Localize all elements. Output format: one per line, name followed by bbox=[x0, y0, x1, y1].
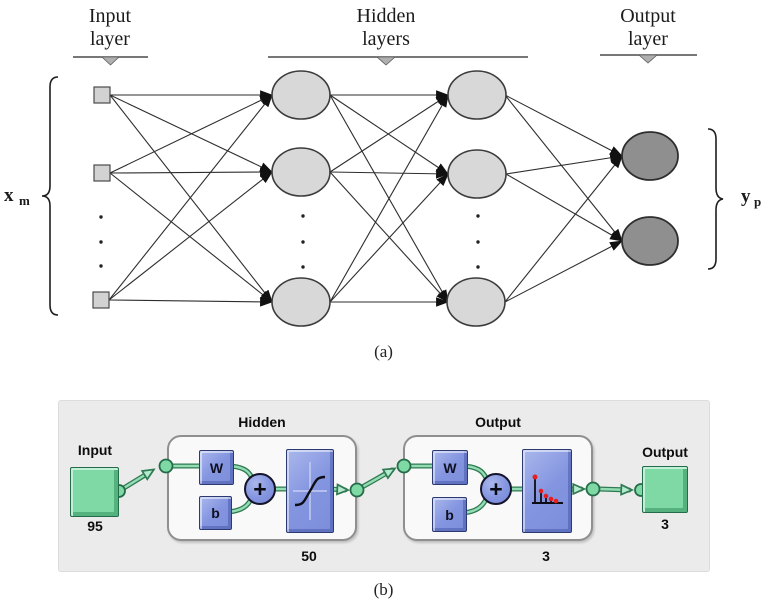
input-size-label: 95 bbox=[87, 518, 103, 534]
output-bias-label: b bbox=[445, 506, 454, 523]
hidden-weight-label: W bbox=[209, 459, 224, 476]
output-symbol-base: y bbox=[741, 186, 751, 207]
final-output-block bbox=[642, 466, 688, 513]
output-sum-label: + bbox=[489, 476, 503, 502]
tansig-icon bbox=[293, 462, 327, 520]
input-symbol-base: x bbox=[4, 185, 14, 206]
hidden2-nodes bbox=[446, 70, 507, 327]
hidden-weight-box: W bbox=[199, 450, 234, 485]
stem-plot-icon bbox=[532, 474, 563, 504]
output-transfer-function-box bbox=[522, 449, 572, 533]
caption-a: (a) bbox=[374, 342, 393, 361]
input-symbol-subscript: m bbox=[19, 193, 30, 208]
input-vector-symbol: x m bbox=[4, 185, 30, 208]
final-output-label: Output bbox=[642, 444, 688, 460]
input-block-label: Input bbox=[77, 442, 113, 458]
output-symbol-subscript: p bbox=[754, 194, 761, 209]
output-layer-label-line2: layer bbox=[628, 28, 668, 50]
hidden-layers-label-line2: layers bbox=[362, 28, 410, 50]
output-layer-label-line1: Output bbox=[620, 5, 676, 27]
input-to-hidden1-connections bbox=[108, 90, 274, 307]
label-pointer-triangles bbox=[100, 54, 659, 66]
input-layer-label-line2: layer bbox=[90, 28, 130, 50]
hidden-bias-label: b bbox=[211, 505, 220, 521]
output-group-label: Output bbox=[475, 414, 521, 430]
caption-b: (b) bbox=[373, 580, 394, 599]
right-brace bbox=[707, 128, 724, 270]
output-size-label: 3 bbox=[542, 548, 550, 564]
hidden1-nodes bbox=[271, 70, 331, 327]
hidden-sum-label: + bbox=[253, 476, 267, 502]
input-nodes bbox=[92, 86, 111, 309]
final-output-size-label: 3 bbox=[661, 516, 669, 532]
hidden1-to-hidden2-connections bbox=[329, 90, 450, 307]
stem-dots bbox=[532, 474, 559, 504]
output-sum-node: + bbox=[480, 473, 512, 505]
hidden2-to-output-connections bbox=[504, 94, 624, 303]
input-layer-label: Input layer bbox=[89, 5, 132, 50]
output-layer-label: Output layer bbox=[620, 5, 676, 50]
output-weight-label: W bbox=[443, 459, 457, 476]
network-view-panel bbox=[58, 400, 710, 572]
output-bias-box: b bbox=[432, 497, 467, 532]
ellipsis-dots bbox=[99, 214, 480, 269]
hidden-layers-label-line1: Hidden bbox=[357, 5, 416, 27]
hidden-size-label: 50 bbox=[301, 548, 317, 564]
input-layer-label-line1: Input bbox=[89, 5, 132, 27]
input-block bbox=[70, 467, 119, 517]
hidden-bias-box: b bbox=[199, 496, 232, 530]
output-weight-box: W bbox=[432, 450, 468, 485]
hidden-layers-label: Hidden layers bbox=[357, 5, 416, 50]
hidden-group-label: Hidden bbox=[238, 414, 286, 430]
mlp-architecture-diagram: Input layer Hidden layers Output layer x… bbox=[4, 5, 761, 327]
hidden-sum-node: + bbox=[244, 473, 276, 505]
left-brace bbox=[41, 76, 59, 316]
hidden-transfer-function-box bbox=[286, 449, 334, 533]
output-vector-symbol: y p bbox=[741, 186, 761, 209]
output-nodes bbox=[621, 131, 679, 266]
